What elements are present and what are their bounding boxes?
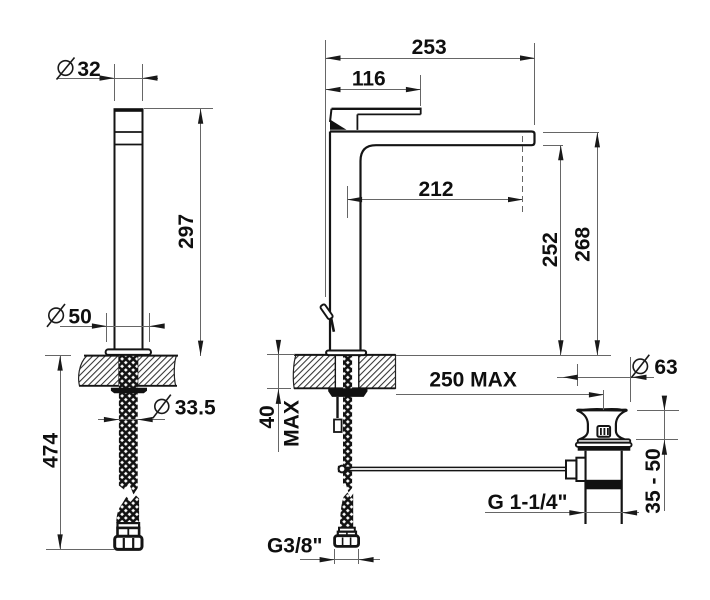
- svg-text:63: 63: [654, 356, 677, 379]
- svg-text:253: 253: [412, 36, 447, 59]
- svg-text:250 MAX: 250 MAX: [429, 369, 517, 392]
- svg-text:G 1-1/4": G 1-1/4": [488, 491, 568, 514]
- svg-text:212: 212: [418, 178, 453, 201]
- svg-text:33.5: 33.5: [175, 396, 216, 419]
- svg-text:32: 32: [77, 58, 100, 81]
- svg-text:252: 252: [539, 232, 562, 267]
- svg-text:474: 474: [40, 433, 63, 468]
- svg-text:297: 297: [175, 214, 198, 249]
- svg-text:G3/8": G3/8": [267, 535, 322, 558]
- svg-text:116: 116: [352, 68, 386, 91]
- svg-text:268: 268: [572, 226, 595, 261]
- svg-text:MAX: MAX: [281, 400, 304, 447]
- svg-text:50: 50: [68, 306, 91, 329]
- svg-text:40: 40: [256, 405, 279, 428]
- svg-text:35 - 50: 35 - 50: [642, 448, 665, 513]
